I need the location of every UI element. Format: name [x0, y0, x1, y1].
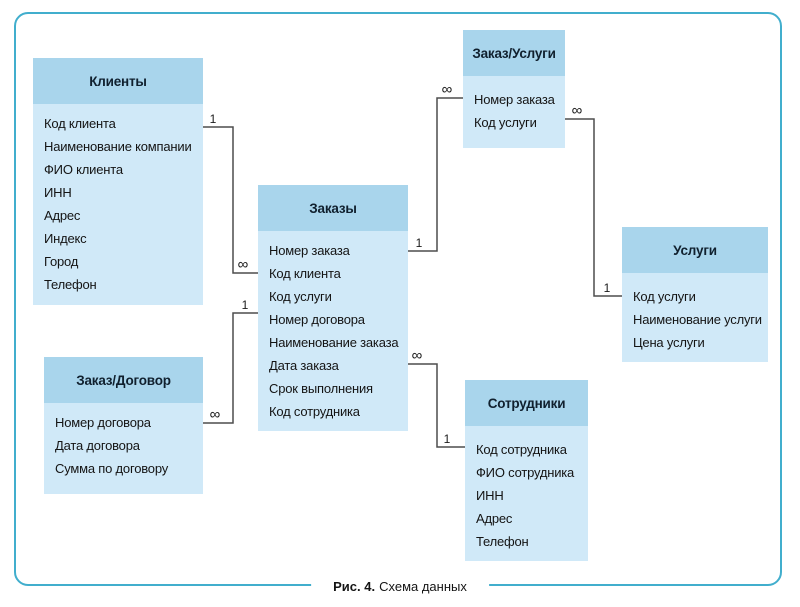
entity-field: Город — [44, 254, 79, 269]
entity-field: Адрес — [476, 511, 513, 526]
connector-orders-employees — [408, 363, 465, 448]
figure-caption: Рис. 4.Схема данных — [311, 577, 489, 597]
entity-field: Телефон — [476, 534, 529, 549]
entity-title: Сотрудники — [465, 380, 588, 426]
entity-field: Номер заказа — [269, 243, 350, 258]
figure-caption-label: Рис. 4. — [333, 579, 376, 594]
entity-field: ФИО клиента — [44, 162, 123, 177]
entity-field: Сумма по договору — [55, 461, 169, 476]
entity-title: Клиенты — [33, 58, 203, 104]
cardinality-label: 1 — [416, 236, 423, 250]
connector-clients-orders — [203, 126, 258, 274]
entity-field: Дата заказа — [269, 358, 339, 373]
entity-field: ИНН — [44, 185, 72, 200]
cardinality-label: ∞ — [238, 256, 249, 273]
entity-field: Наименование заказа — [269, 335, 399, 350]
entity-field: Номер договора — [269, 312, 365, 327]
entity-title: Заказ/Договор — [44, 357, 203, 403]
entity-field: Цена услуги — [633, 335, 705, 350]
cardinality-label: ∞ — [210, 406, 221, 423]
entity-field: Номер заказа — [474, 92, 555, 107]
entity-services: Услуги Код услуги Наименование услуги Це… — [622, 227, 768, 362]
entity-employees: Сотрудники Код сотрудника ФИО сотрудника… — [465, 380, 588, 561]
entity-field: Дата договора — [55, 438, 140, 453]
entity-field: Адрес — [44, 208, 81, 223]
entity-field: Код услуги — [474, 115, 537, 130]
entity-title: Заказ/Услуги — [463, 30, 565, 76]
entity-field: Код клиента — [269, 266, 341, 281]
entity-field: Код услуги — [633, 289, 696, 304]
entity-field: Индекс — [44, 231, 87, 246]
entity-field: ФИО сотрудника — [476, 465, 575, 480]
entity-fields: Номер заказа Код клиента Код услуги Номе… — [258, 231, 408, 431]
entity-field: ИНН — [476, 488, 504, 503]
connector-orders-orderservices — [408, 97, 463, 252]
cardinality-label: ∞ — [442, 81, 453, 98]
entity-field: Срок выполнения — [269, 381, 373, 396]
cardinality-label: ∞ — [412, 347, 423, 364]
entity-fields: Код клиента Наименование компании ФИО кл… — [33, 104, 203, 305]
entity-clients: Клиенты Код клиента Наименование компани… — [33, 58, 203, 305]
cardinality-label: 1 — [242, 298, 249, 312]
entity-order-contract: Заказ/Договор Номер договора Дата догово… — [44, 357, 203, 494]
cardinality-label: 1 — [444, 432, 451, 446]
entity-field: Наименование услуги — [633, 312, 762, 327]
entity-fields: Код сотрудника ФИО сотрудника ИНН Адрес … — [465, 426, 588, 561]
cardinality-label: 1 — [604, 281, 611, 295]
entity-fields: Код услуги Наименование услуги Цена услу… — [622, 273, 768, 362]
entity-field: Код клиента — [44, 116, 116, 131]
connector-orderservices-services — [565, 118, 622, 297]
entity-field: Код сотрудника — [476, 442, 567, 457]
entity-fields: Номер договора Дата договора Сумма по до… — [44, 403, 203, 494]
entity-field: Наименование компании — [44, 139, 192, 154]
entity-field: Номер договора — [55, 415, 151, 430]
cardinality-label: ∞ — [572, 102, 583, 119]
entity-field: Код услуги — [269, 289, 332, 304]
connector-orders-contract — [203, 312, 258, 424]
entity-title: Услуги — [622, 227, 768, 273]
figure-caption-text: Схема данных — [379, 579, 467, 594]
entity-order-services: Заказ/Услуги Номер заказа Код услуги — [463, 30, 565, 148]
entity-fields: Номер заказа Код услуги — [463, 76, 565, 148]
cardinality-label: 1 — [210, 112, 217, 126]
entity-field: Телефон — [44, 277, 97, 292]
entity-title: Заказы — [258, 185, 408, 231]
entity-orders: Заказы Номер заказа Код клиента Код услу… — [258, 185, 408, 431]
entity-field: Код сотрудника — [269, 404, 360, 419]
